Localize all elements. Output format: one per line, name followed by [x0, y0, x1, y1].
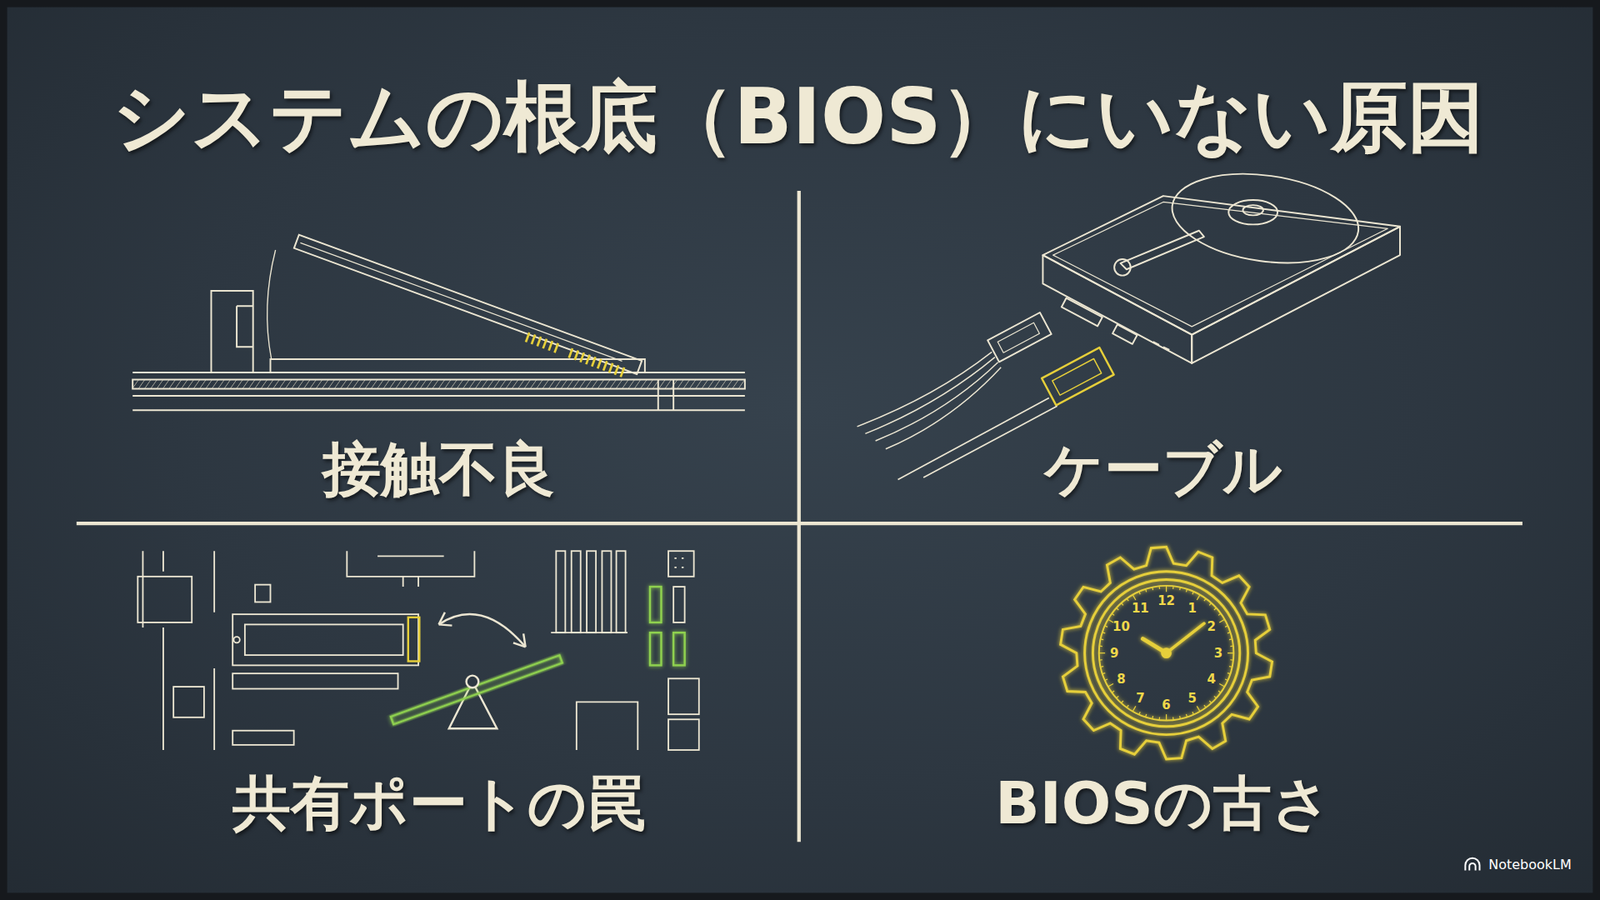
gear-outline — [1060, 546, 1273, 760]
clock-tick — [1159, 716, 1161, 720]
clock-tick — [1111, 690, 1115, 693]
clock-tick — [1209, 700, 1211, 704]
clock-tick — [1159, 585, 1161, 590]
clock-tick — [1108, 683, 1114, 687]
divider-horizontal — [76, 521, 1523, 525]
divider-vertical — [797, 190, 801, 842]
clock-number: 5 — [1188, 691, 1197, 706]
clock-tick — [1230, 645, 1234, 648]
clock-number: 11 — [1131, 600, 1150, 615]
clock-tick — [1165, 714, 1167, 720]
motherboard-illustration — [137, 550, 699, 750]
clock-tick — [1099, 652, 1105, 654]
clock-tick — [1192, 711, 1194, 715]
clock-number: 8 — [1116, 672, 1125, 687]
clock-tick — [1120, 700, 1123, 704]
clock-tick — [1105, 679, 1108, 680]
watermark-icon — [1465, 858, 1480, 871]
quadrant-label: 接触不良 — [322, 437, 556, 502]
clock-tick — [1151, 715, 1154, 720]
clock-tick — [1116, 608, 1120, 610]
clock-tick — [1120, 603, 1123, 606]
clock-tick — [1179, 715, 1181, 720]
clock-tick — [1139, 591, 1140, 595]
clock-number: 4 — [1206, 672, 1215, 687]
clock-tick — [1111, 613, 1115, 615]
clock-tick — [1219, 619, 1225, 623]
loose-card-illustration — [132, 235, 745, 411]
clock-tick — [1225, 625, 1228, 627]
quadrant-label: ケーブル — [1044, 437, 1283, 502]
clock-tick — [1192, 591, 1194, 595]
clock-number: 12 — [1157, 594, 1175, 609]
clock-tick — [1218, 613, 1221, 615]
clock-tick — [1145, 589, 1147, 593]
clock-tick — [1099, 645, 1103, 648]
clock-number: 3 — [1214, 645, 1223, 660]
clock-tick — [1185, 714, 1187, 718]
quadrant-label: BIOSの古さ — [995, 771, 1331, 836]
clock-tick — [1227, 632, 1231, 634]
clock-tick — [1204, 705, 1206, 708]
clock-tick — [1099, 659, 1103, 661]
clock-tick — [1230, 659, 1234, 661]
slide-title: システムの根底（BIOS）にいない原因 — [112, 75, 1485, 160]
clock-number: 2 — [1206, 620, 1215, 635]
clock-number: 10 — [1112, 620, 1130, 635]
clock-tick — [1204, 598, 1206, 601]
clock-tick — [1218, 690, 1221, 693]
clock-tick — [1100, 638, 1104, 640]
clock-tick — [1116, 695, 1120, 698]
watermark: NotebookLM — [1488, 857, 1572, 873]
clock-tick — [1196, 705, 1200, 711]
clock-tick — [1151, 587, 1154, 591]
clock-tick — [1227, 673, 1231, 675]
clock-tick — [1214, 608, 1217, 610]
clock-tick — [1145, 714, 1147, 718]
clock-tick — [1209, 603, 1211, 606]
clock-tick — [1179, 587, 1181, 591]
clock-tick — [1172, 585, 1175, 590]
clock-tick — [1100, 665, 1104, 668]
quadrant-label: 共有ポートの罠 — [232, 771, 646, 836]
clock-number: 6 — [1161, 698, 1170, 713]
clock-tick — [1229, 665, 1233, 668]
clock-tick — [1108, 619, 1114, 623]
clock-tick — [1102, 632, 1106, 634]
clock-tick — [1105, 625, 1108, 627]
clock-tick — [1214, 695, 1217, 698]
clock-number: 9 — [1110, 645, 1119, 660]
clock-tick — [1196, 595, 1200, 600]
clock-tick — [1165, 585, 1167, 592]
clock-tick — [1139, 711, 1140, 715]
clock-tick — [1225, 679, 1228, 680]
clock-tick — [1219, 683, 1225, 687]
hard-disk-illustration — [857, 162, 1400, 480]
clock-tick — [1126, 598, 1129, 601]
clock-tick — [1172, 716, 1175, 720]
clock-number: 1 — [1188, 600, 1197, 615]
gear-clock-illustration — [1060, 546, 1273, 760]
clock-number: 7 — [1135, 691, 1145, 706]
clock-tick — [1132, 595, 1136, 600]
clock-tick — [1102, 673, 1106, 675]
clock-tick — [1132, 705, 1136, 711]
clock-tick — [1185, 589, 1187, 593]
clock-tick — [1227, 652, 1234, 654]
clock-tick — [1126, 705, 1129, 708]
clock-tick — [1229, 638, 1233, 640]
